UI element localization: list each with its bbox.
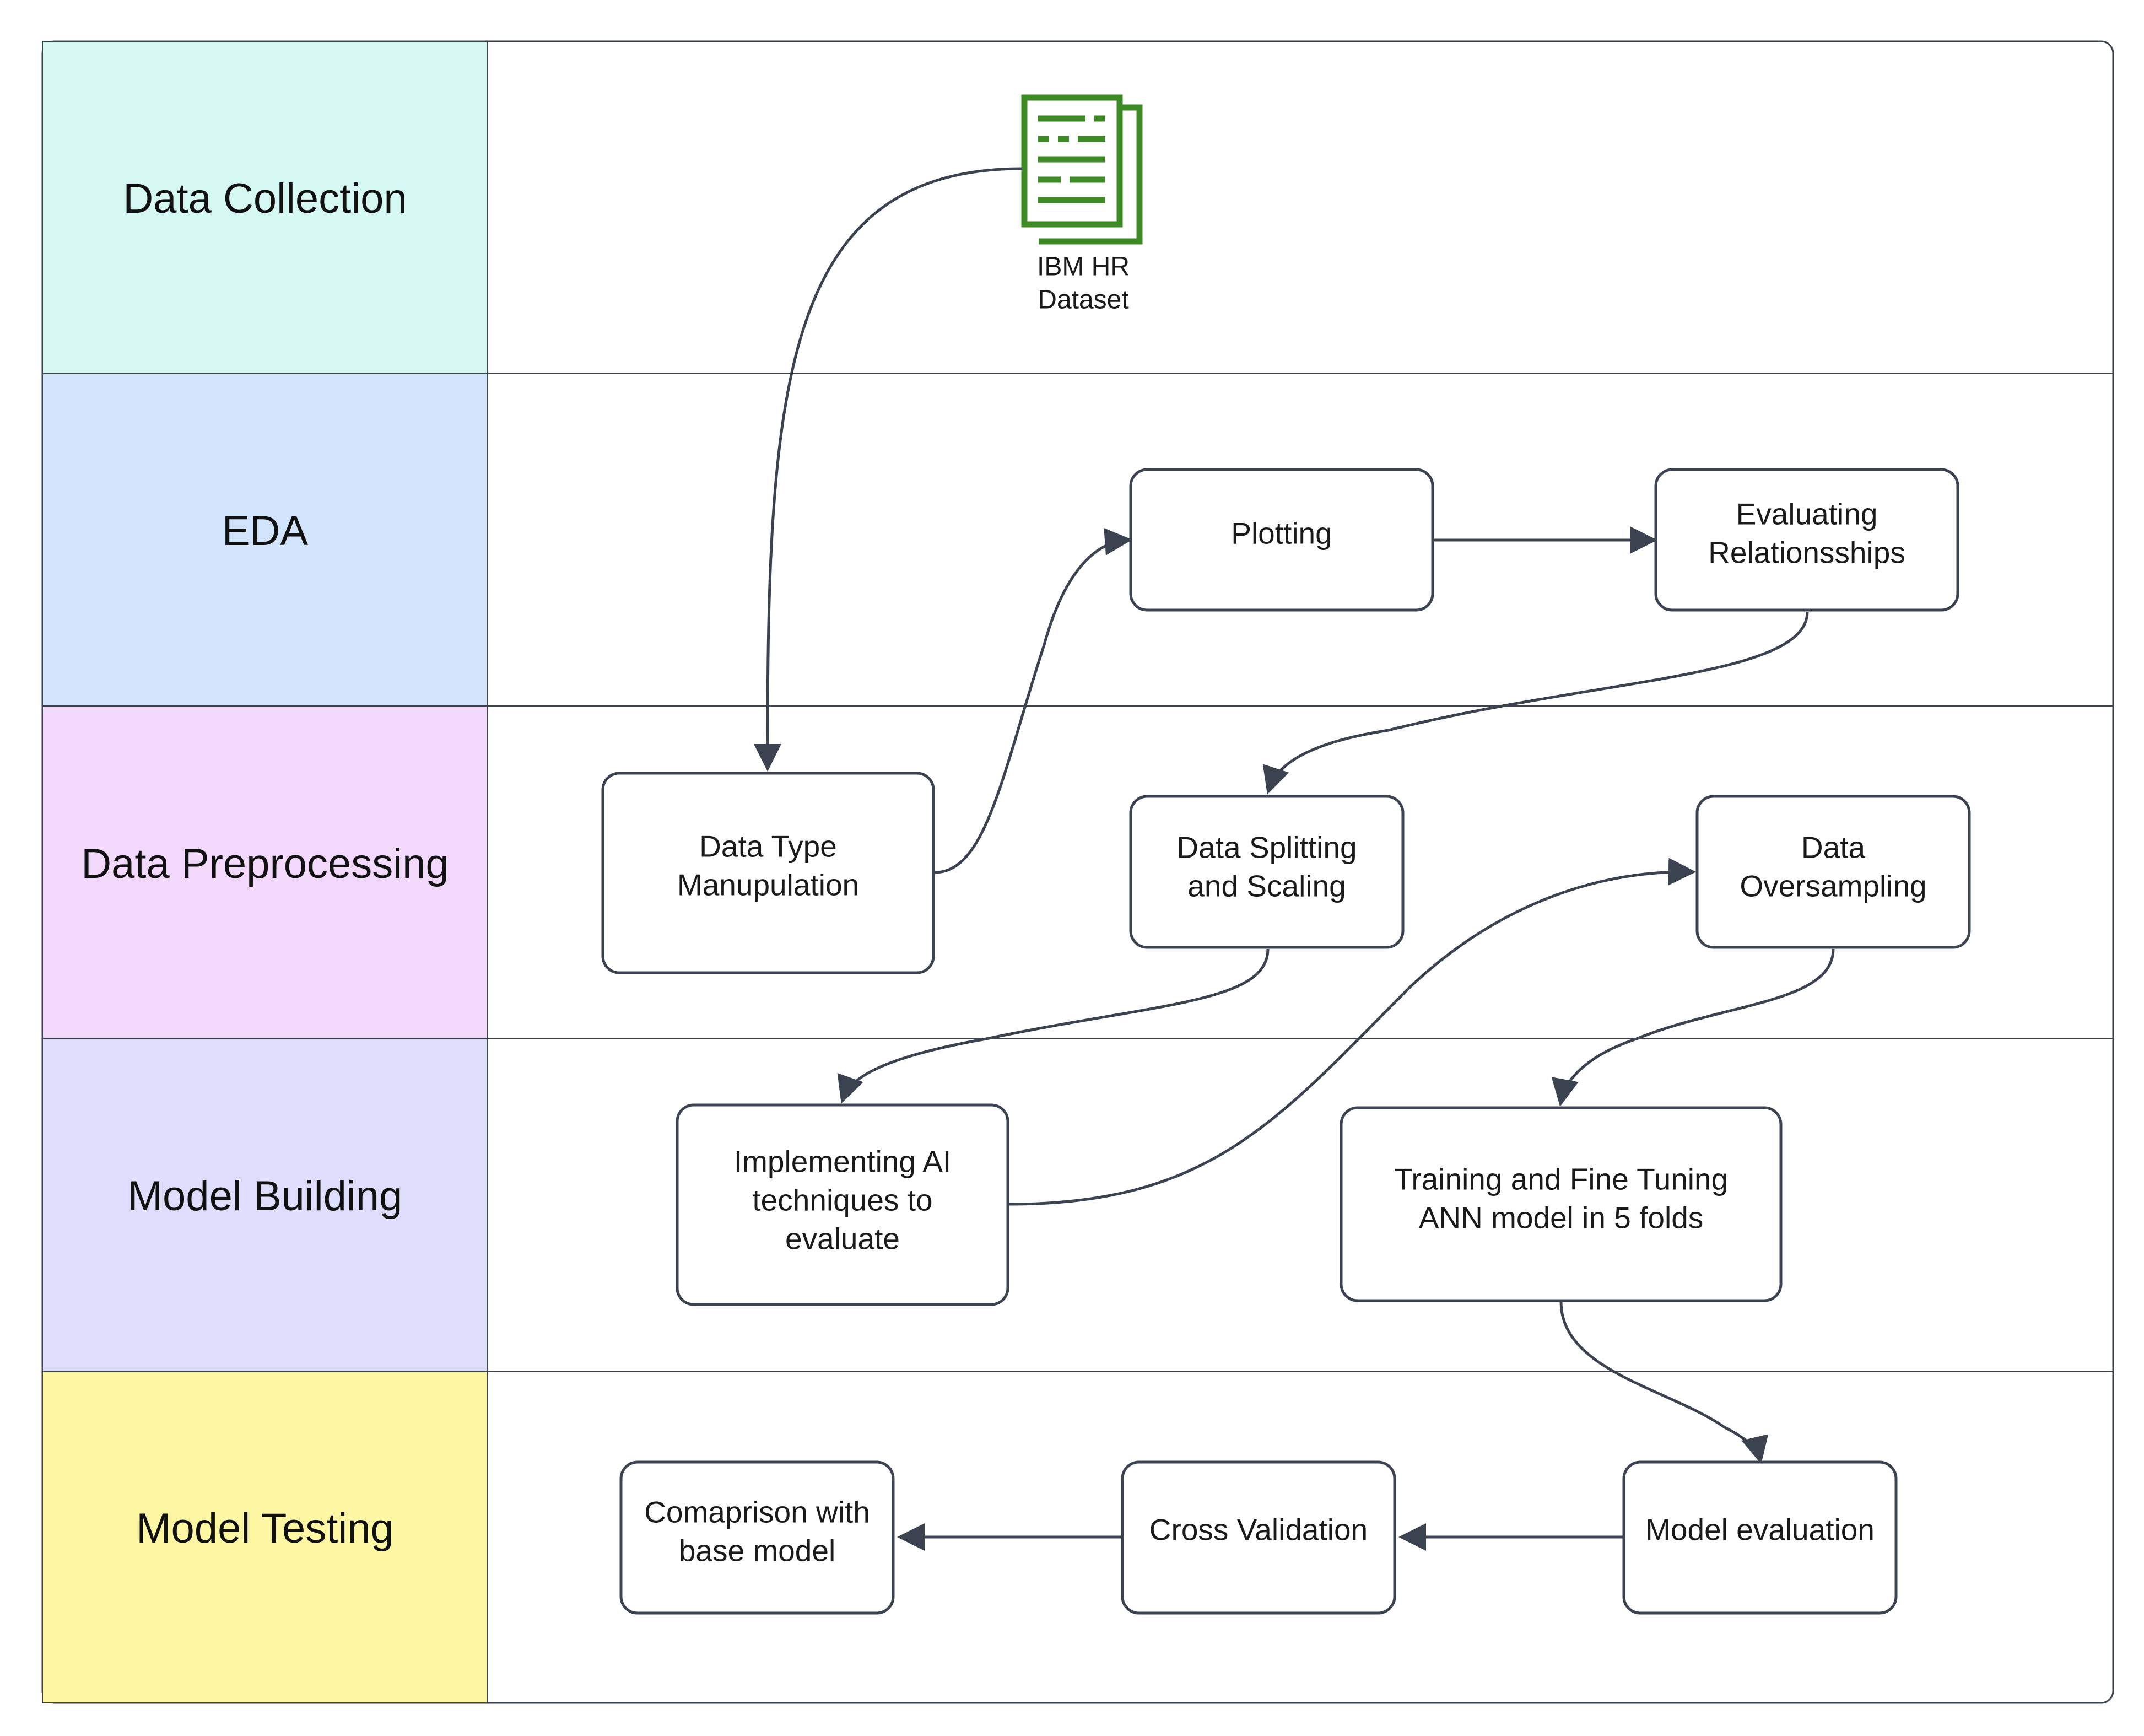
node-label: Model evaluation	[1645, 1513, 1875, 1547]
node-label-line3: evaluate	[785, 1222, 900, 1256]
swimlane-labels	[42, 41, 488, 1703]
node-data-oversampling[interactable]: Data Oversampling	[1695, 795, 1971, 949]
document-lines	[1038, 115, 1105, 203]
document-back-page	[1039, 104, 1143, 245]
node-label-line2: Manupulation	[677, 868, 859, 902]
node-evaluating-relationships[interactable]: Evaluating Relationsships	[1654, 468, 1959, 612]
node-label-line1: Comaprison with	[644, 1495, 870, 1529]
edge-dataset-to-data-type	[753, 167, 1023, 772]
lane-bg-data-collection	[42, 41, 488, 374]
node-label-line1: Evaluating	[1736, 497, 1878, 531]
lane-label-model-building: Model Building	[128, 1173, 403, 1220]
dataset-label-line1: IBM HR	[1037, 252, 1130, 282]
node-label-line1: Data Type	[699, 829, 837, 864]
edge-training-to-model-eval	[1559, 1301, 1769, 1464]
edge-oversampling-to-training	[1551, 948, 1835, 1107]
node-label-line2: Oversampling	[1740, 869, 1926, 903]
node-training-fine-tuning[interactable]: Training and Fine Tuning ANN model in 5 …	[1340, 1106, 1783, 1302]
lane-label-texts: Data Collection EDA Data Preprocessing M…	[81, 175, 449, 1552]
node-label-line2: Relationsships	[1708, 536, 1905, 570]
node-label: Plotting	[1231, 516, 1332, 551]
node-label: Cross Validation	[1149, 1513, 1368, 1547]
lane-label-eda: EDA	[222, 508, 309, 554]
lane-separators	[42, 41, 2113, 1703]
node-label-line1: Data Splitting	[1176, 831, 1357, 865]
lane-label-model-testing: Model Testing	[136, 1505, 394, 1552]
node-label-line2: techniques to	[752, 1183, 932, 1217]
node-model-evaluation[interactable]: Model evaluation	[1622, 1460, 1898, 1615]
lane-bg-model-testing	[42, 1371, 488, 1703]
node-data-type-manipulation[interactable]: Data Type Manupulation	[601, 772, 935, 974]
document-stack-icon: IBM HR Dataset	[1021, 94, 1143, 315]
document-front-page	[1021, 94, 1123, 228]
node-implementing-ai[interactable]: Implementing AI techniques to evaluate	[676, 1103, 1009, 1306]
edge-implementing-to-oversampling	[1009, 858, 1696, 1206]
edge-splitting-to-implementing	[837, 948, 1270, 1104]
dataset-label-line2: Dataset	[1038, 285, 1128, 315]
edge-evaluating-to-splitting	[1262, 611, 1809, 795]
node-label-line1: Training and Fine Tuning	[1394, 1162, 1728, 1196]
edges	[753, 167, 1835, 1551]
lane-label-data-preprocessing: Data Preprocessing	[81, 840, 449, 887]
node-label-line1: Implementing AI	[734, 1145, 951, 1179]
node-label-line2: ANN model in 5 folds	[1419, 1201, 1704, 1235]
node-comparison-base-model[interactable]: Comaprison with base model	[619, 1460, 895, 1615]
lane-bg-model-building	[42, 1038, 488, 1372]
edge-data-type-to-plotting	[935, 527, 1132, 874]
node-label-line2: base model	[679, 1534, 835, 1568]
node-label-line1: Data	[1801, 831, 1866, 865]
node-cross-validation[interactable]: Cross Validation	[1121, 1460, 1396, 1615]
node-plotting[interactable]: Plotting	[1129, 468, 1434, 612]
node-data-splitting-scaling[interactable]: Data Splitting and Scaling	[1129, 795, 1405, 949]
node-label-line2: and Scaling	[1187, 869, 1346, 903]
lane-bg-data-preprocessing	[42, 705, 488, 1039]
lane-label-data-collection: Data Collection	[123, 175, 407, 222]
